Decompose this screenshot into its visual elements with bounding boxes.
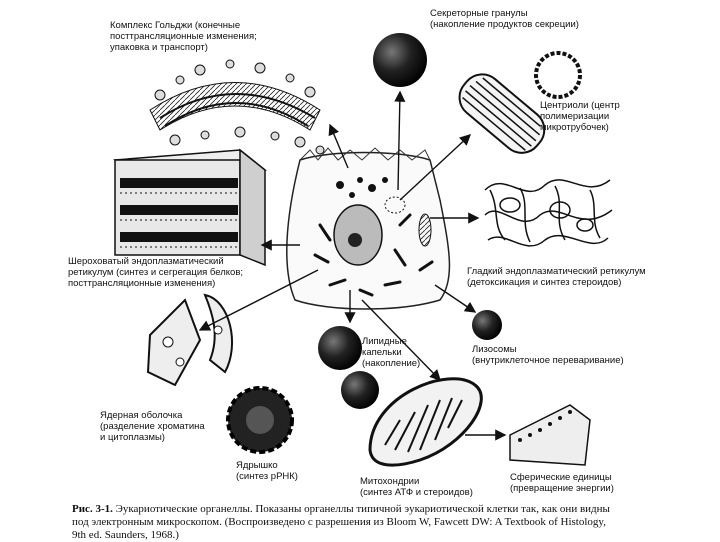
caption-line-1: Эукариотические органеллы. Показаны орга… — [116, 503, 610, 515]
spherical-units-drawing — [510, 405, 590, 465]
caption-label: Рис. 3-1. — [72, 503, 113, 515]
mitochondrion-drawing — [370, 379, 481, 465]
lipid-droplet-drawing — [318, 326, 362, 370]
nucleolus-drawing — [228, 388, 292, 452]
golgi-complex-drawing — [150, 60, 324, 154]
label-smooth-er: Гладкий эндоплазматический ретикулум(дет… — [467, 266, 646, 288]
caption-line-2: под электронным микроскопом. (Воспроизве… — [72, 516, 697, 529]
figure-caption: Рис. 3-1. Эукариотические органеллы. Пок… — [72, 503, 697, 542]
lysosome-drawing — [472, 310, 502, 340]
rough-er-drawing — [115, 150, 265, 265]
label-lysosomes: Лизосомы(внутриклеточное переваривание) — [472, 344, 624, 366]
label-nucleolus: Ядрышко(синтез рРНК) — [236, 460, 298, 482]
label-secretory-granules: Секреторные гранулы(накопление продуктов… — [430, 8, 579, 30]
nuclear-envelope-drawing — [148, 295, 232, 385]
central-cell — [287, 148, 450, 309]
lipid-droplet-2-drawing — [341, 371, 379, 409]
secretory-granule-drawing — [373, 33, 427, 87]
smooth-er-drawing — [485, 180, 612, 246]
label-spherical-units: Сферические единицы(превращение энергии) — [510, 472, 614, 494]
label-mitochondria: Митохондрии(синтез АТФ и стероидов) — [360, 476, 473, 498]
caption-line-3: 9th ed. Saunders, 1968.) — [72, 529, 697, 542]
